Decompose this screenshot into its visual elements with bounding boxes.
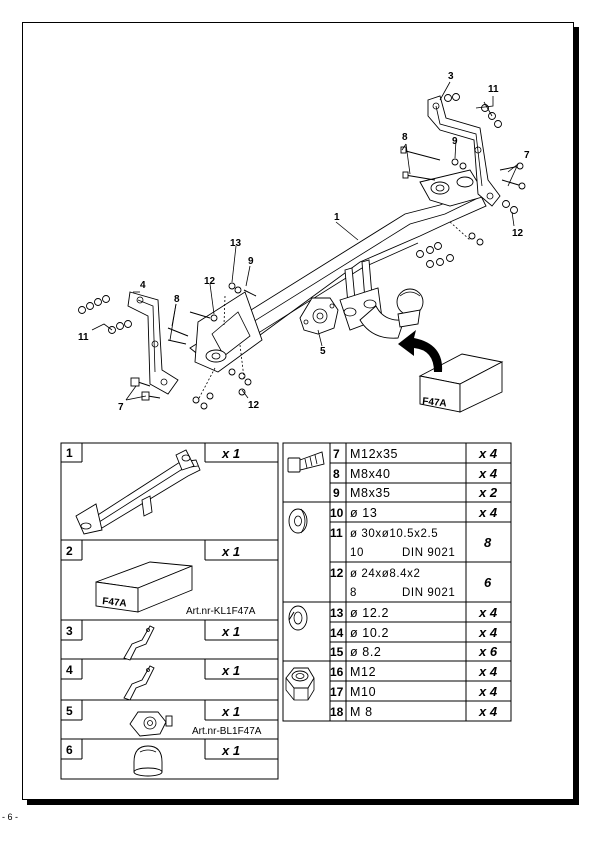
article-number: Art.nr-BL1F47A xyxy=(192,726,262,737)
part-4-image xyxy=(123,665,155,701)
part-no: 12 xyxy=(330,566,344,580)
part-qty: x 4 xyxy=(478,505,498,520)
part-qty: x 6 xyxy=(478,644,498,659)
part-spec: ø 8.2 xyxy=(350,645,382,659)
part-qty: x 1 xyxy=(221,446,240,461)
part-spec: M8x40 xyxy=(350,467,391,481)
part-spec: M10 xyxy=(350,685,376,699)
part-no: 7 xyxy=(333,447,340,461)
part-spec-size: 10 xyxy=(350,547,364,559)
part-no: 5 xyxy=(66,704,73,718)
callout-leaders xyxy=(91,81,519,401)
callout-4: 4 xyxy=(140,280,146,291)
part-no: 10 xyxy=(330,506,344,520)
callout-9-left: 9 xyxy=(248,256,254,267)
part-no: 1 xyxy=(66,446,73,460)
part-no: 13 xyxy=(330,606,344,620)
crossbar-drawing xyxy=(189,169,487,373)
part-no: 2 xyxy=(66,544,73,558)
nut-icon xyxy=(285,667,315,701)
callout-labels: 1 3 4 5 7 7 8 8 9 9 11 11 12 12 12 13 xyxy=(78,71,530,413)
part-2-image: F47A xyxy=(95,561,193,613)
part-no: 15 xyxy=(330,645,344,659)
callout-9-top: 9 xyxy=(452,136,458,147)
part-no: 18 xyxy=(330,705,344,719)
part-qty: x 1 xyxy=(221,663,240,678)
callout-11-left: 11 xyxy=(78,332,89,343)
part-qty: x 1 xyxy=(221,544,240,559)
part-spec: M12x35 xyxy=(350,447,398,461)
part-no: 11 xyxy=(330,526,343,540)
part-qty: x 4 xyxy=(478,446,498,461)
part-spec-standard: DIN 9021 xyxy=(402,547,455,559)
part-qty: x 1 xyxy=(221,704,240,719)
part-spec: ø 12.2 xyxy=(350,606,389,620)
parts-table: 1 x 1 2 x 1 Art.nr-KL1F47A 3 x 1 4 x 1 5… xyxy=(60,442,512,780)
part-3-image xyxy=(123,625,155,661)
callout-12-upper: 12 xyxy=(204,276,216,287)
callout-8-left: 8 xyxy=(174,294,180,305)
part-qty: x 4 xyxy=(478,704,498,719)
kit-box-drawing: F47A xyxy=(398,330,504,413)
callout-3: 3 xyxy=(448,71,454,82)
callout-12-right: 12 xyxy=(512,228,524,239)
part-no: 14 xyxy=(330,626,344,640)
part-spec-size: 8 xyxy=(350,587,357,599)
part-qty: 8 xyxy=(484,535,492,550)
part-qty: x 4 xyxy=(478,625,498,640)
part-no: 3 xyxy=(66,624,73,638)
assembly-drawing: 1 3 4 5 7 7 8 8 9 9 11 11 12 12 12 13 F4… xyxy=(78,71,530,413)
washer-icon xyxy=(288,508,308,534)
part-qty: 6 xyxy=(484,575,492,590)
part-no: 17 xyxy=(330,685,344,699)
part-2-box-label: F47A xyxy=(102,596,127,609)
part-qty: x 2 xyxy=(478,485,498,500)
part-qty: x 1 xyxy=(221,743,240,758)
callout-7-right: 7 xyxy=(524,150,530,161)
bolt-icon xyxy=(287,451,325,473)
socket-drawing xyxy=(299,297,339,335)
spring-washer-icon xyxy=(288,605,308,631)
article-number: Art.nr-KL1F47A xyxy=(186,606,256,617)
hardware-drawing xyxy=(78,93,526,410)
part-no: 9 xyxy=(333,486,340,500)
part-spec: ø 13 xyxy=(350,506,377,520)
part-spec: ø 24xø8.4x2 xyxy=(350,568,421,580)
part-spec: M8x35 xyxy=(350,486,391,500)
parts-left-rows: 1 x 1 2 x 1 Art.nr-KL1F47A 3 x 1 4 x 1 5… xyxy=(66,446,262,758)
callout-8-top: 8 xyxy=(402,132,408,143)
part-1-image xyxy=(75,449,201,535)
part-spec: ø 30xø10.5x2.5 xyxy=(350,528,438,540)
parts-right-rows: 7 M12x35 x 4 8 M8x40 x 4 9 M8x35 x 2 10 … xyxy=(330,446,498,719)
part-spec-standard: DIN 9021 xyxy=(402,587,455,599)
callout-5: 5 xyxy=(320,346,326,357)
callout-13: 13 xyxy=(230,238,242,249)
part-spec: ø 10.2 xyxy=(350,626,389,640)
part-qty: x 4 xyxy=(478,466,498,481)
part-no: 8 xyxy=(333,467,340,481)
part-no: 6 xyxy=(66,743,73,757)
part-no: 4 xyxy=(66,663,73,677)
bracket-left-drawing xyxy=(127,291,179,395)
part-spec: M 8 xyxy=(350,705,373,719)
page-number: - 6 - xyxy=(2,812,19,822)
callout-12-lower: 12 xyxy=(248,400,260,411)
callout-1: 1 xyxy=(334,212,340,223)
part-spec: M12 xyxy=(350,665,376,679)
bracket-right-drawing xyxy=(427,95,501,207)
part-5-image xyxy=(129,711,173,737)
part-no: 16 xyxy=(330,665,344,679)
kit-box-label: F47A xyxy=(422,396,447,409)
callout-7-left: 7 xyxy=(118,402,124,413)
part-6-image xyxy=(133,745,163,777)
part-qty: x 4 xyxy=(478,664,498,679)
part-qty: x 4 xyxy=(478,684,498,699)
part-qty: x 4 xyxy=(478,605,498,620)
callout-11-right: 11 xyxy=(488,84,499,95)
part-qty: x 1 xyxy=(221,624,240,639)
